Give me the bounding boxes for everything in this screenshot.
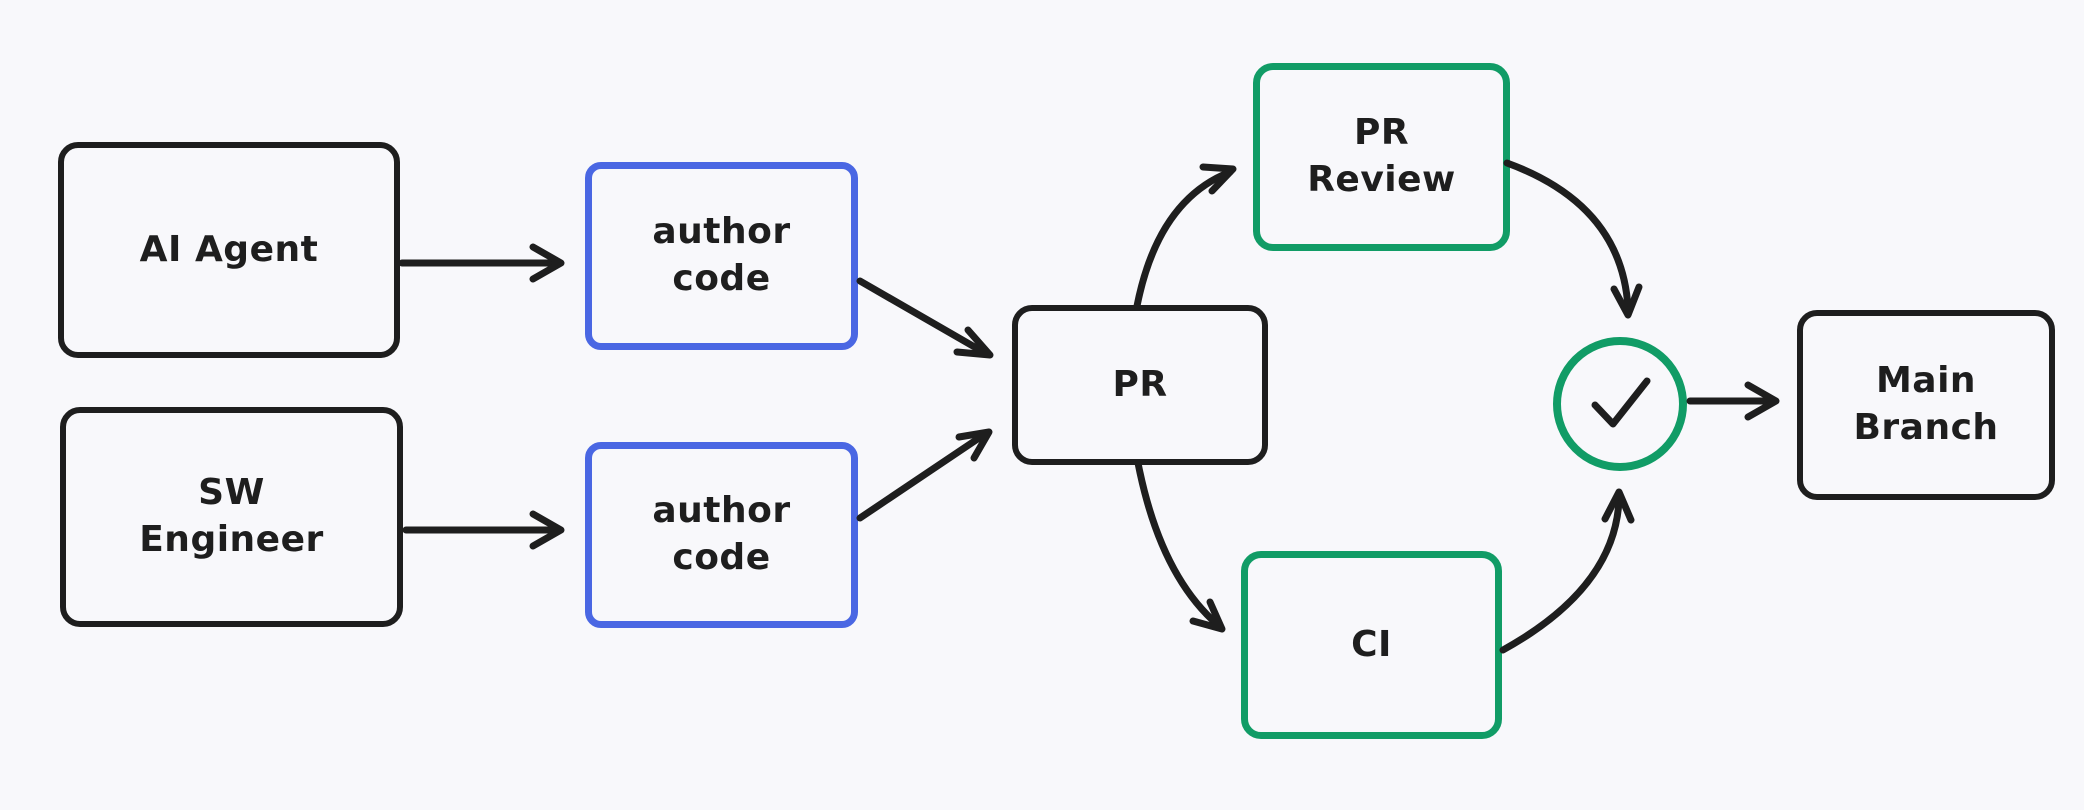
node-author-code-top: author code	[585, 162, 858, 350]
node-ai-agent-label: AI Agent	[139, 228, 319, 270]
node-sw-engineer-label: SW Engineer	[139, 472, 324, 560]
node-main-branch-label: Main Branch	[1853, 360, 1999, 448]
node-author-code-bottom: author code	[585, 442, 858, 628]
arrow-pr-to-pr-review	[1133, 163, 1237, 310]
arrow-author-code-bottom-to-pr	[856, 428, 993, 522]
arrow-ci-to-check	[1499, 488, 1635, 654]
node-pr-review: PR Review	[1253, 63, 1510, 251]
node-pr-review-label: PR Review	[1307, 112, 1456, 200]
node-ci: CI	[1241, 551, 1502, 739]
node-author-code-bottom-label: author code	[652, 490, 791, 578]
node-ci-label: CI	[1351, 623, 1392, 665]
arrow-sw-engineer-to-author-code	[402, 510, 565, 550]
checks-passed-node	[1553, 337, 1687, 471]
node-sw-engineer: SW Engineer	[60, 407, 403, 627]
check-icon	[1591, 377, 1651, 428]
node-main-branch: Main Branch	[1797, 310, 2055, 500]
node-pr-label: PR	[1112, 363, 1168, 405]
arrow-ai-agent-to-author-code	[398, 243, 565, 283]
node-ai-agent: AI Agent	[58, 142, 400, 358]
arrow-check-to-main-branch	[1686, 381, 1780, 421]
arrow-pr-to-ci	[1134, 459, 1226, 633]
arrow-author-code-top-to-pr	[856, 277, 994, 359]
arrow-pr-review-to-check	[1503, 159, 1643, 319]
node-author-code-top-label: author code	[652, 211, 791, 299]
